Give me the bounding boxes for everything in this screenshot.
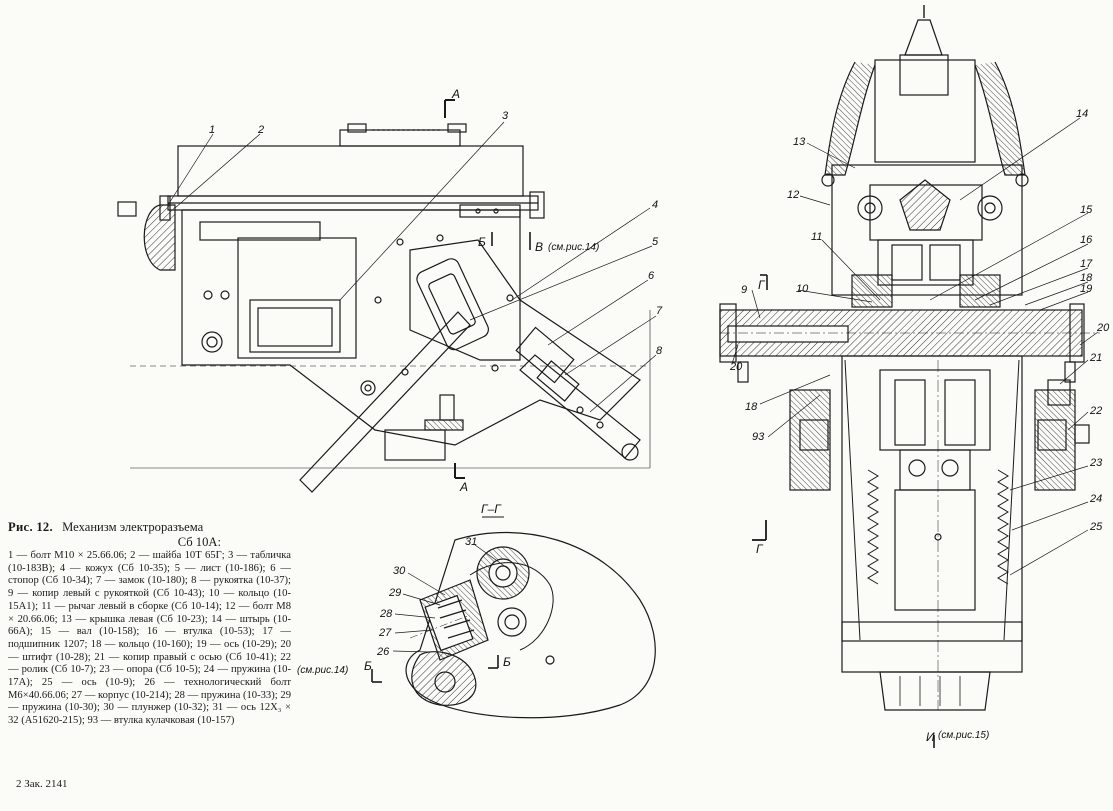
callout-27: 27 — [378, 627, 392, 639]
figure-caption: Рис. 12. Механизм электроразъема Сб 10А:… — [8, 520, 291, 728]
section-g-g — [371, 516, 656, 719]
view-marks: А А Б В Б Б Г Г Г–Г И — [364, 87, 935, 744]
callout-1: 1 — [209, 124, 215, 136]
callout-2: 2 — [257, 124, 264, 136]
callout-17: 17 — [1080, 258, 1093, 270]
left-view — [117, 99, 657, 493]
callout-11: 11 — [811, 231, 822, 243]
caption-title: Рис. 12. Механизм электроразъема Сб 10А: — [8, 520, 291, 550]
callout-5: 5 — [652, 236, 659, 248]
callout-20-right: 20 — [1096, 322, 1110, 334]
callout-18: 18 — [1080, 272, 1093, 284]
callout-4: 4 — [652, 199, 658, 211]
callout-93: 93 — [752, 431, 765, 443]
ref-note-2: (см.рис.14) — [297, 665, 348, 676]
callout-9: 9 — [741, 284, 747, 296]
figure-number: Рис. 12. — [8, 520, 53, 534]
mark-b-left: Б — [478, 235, 486, 249]
caption-body: 1 — болт М10 × 25.66.06; 2 — шайба 10Т 6… — [8, 550, 291, 727]
mark-a-top: А — [451, 87, 460, 101]
reference-notes: (см.рис.14) (см.рис.14) (см.рис.15) — [297, 242, 989, 741]
caption-title-line1: Механизм электроразъема — [62, 520, 204, 534]
callout-26: 26 — [376, 646, 390, 658]
callout-14: 14 — [1076, 108, 1088, 120]
ref-note-3: (см.рис.15) — [938, 730, 989, 741]
mark-b-section: Б — [364, 659, 372, 673]
callout-21: 21 — [1089, 352, 1102, 364]
ref-note-1: (см.рис.14) — [548, 242, 599, 253]
right-view — [719, 5, 1100, 748]
callout-30: 30 — [393, 565, 406, 577]
callouts-section: 26 27 28 29 30 31 — [376, 536, 477, 658]
callout-20-left: 20 — [729, 361, 743, 373]
mark-v: В — [535, 240, 543, 254]
callout-3: 3 — [502, 110, 509, 122]
callout-7: 7 — [656, 305, 663, 317]
callout-18-left: 18 — [745, 401, 758, 413]
callout-15: 15 — [1080, 204, 1093, 216]
callout-23: 23 — [1089, 457, 1103, 469]
callout-19: 19 — [1080, 283, 1092, 295]
callout-22: 22 — [1089, 405, 1102, 417]
callout-6: 6 — [648, 270, 655, 282]
callout-29: 29 — [388, 587, 401, 599]
section-title: Г–Г — [481, 502, 502, 516]
callout-25: 25 — [1089, 521, 1103, 533]
callout-12: 12 — [787, 189, 799, 201]
callout-10: 10 — [796, 283, 809, 295]
mark-a-bottom: А — [459, 480, 468, 494]
mark-i: И — [926, 730, 935, 744]
callouts-right: 9 10 11 12 13 14 15 16 17 18 19 20 20 21… — [729, 108, 1110, 533]
callout-16: 16 — [1080, 234, 1093, 246]
mark-g-left: Г — [758, 278, 766, 292]
mark-b-section2: Б — [503, 655, 511, 669]
callout-24: 24 — [1089, 493, 1102, 505]
callout-8: 8 — [656, 345, 663, 357]
callout-13: 13 — [793, 136, 806, 148]
callout-31: 31 — [465, 536, 477, 548]
mark-g-right: Г — [756, 542, 764, 556]
page-footer: 2 Зак. 2141 — [16, 778, 68, 790]
callouts-left: 1 2 3 4 5 6 7 8 — [209, 110, 663, 357]
callout-28: 28 — [379, 608, 393, 620]
caption-title-line2: Сб 10А: — [177, 535, 221, 549]
